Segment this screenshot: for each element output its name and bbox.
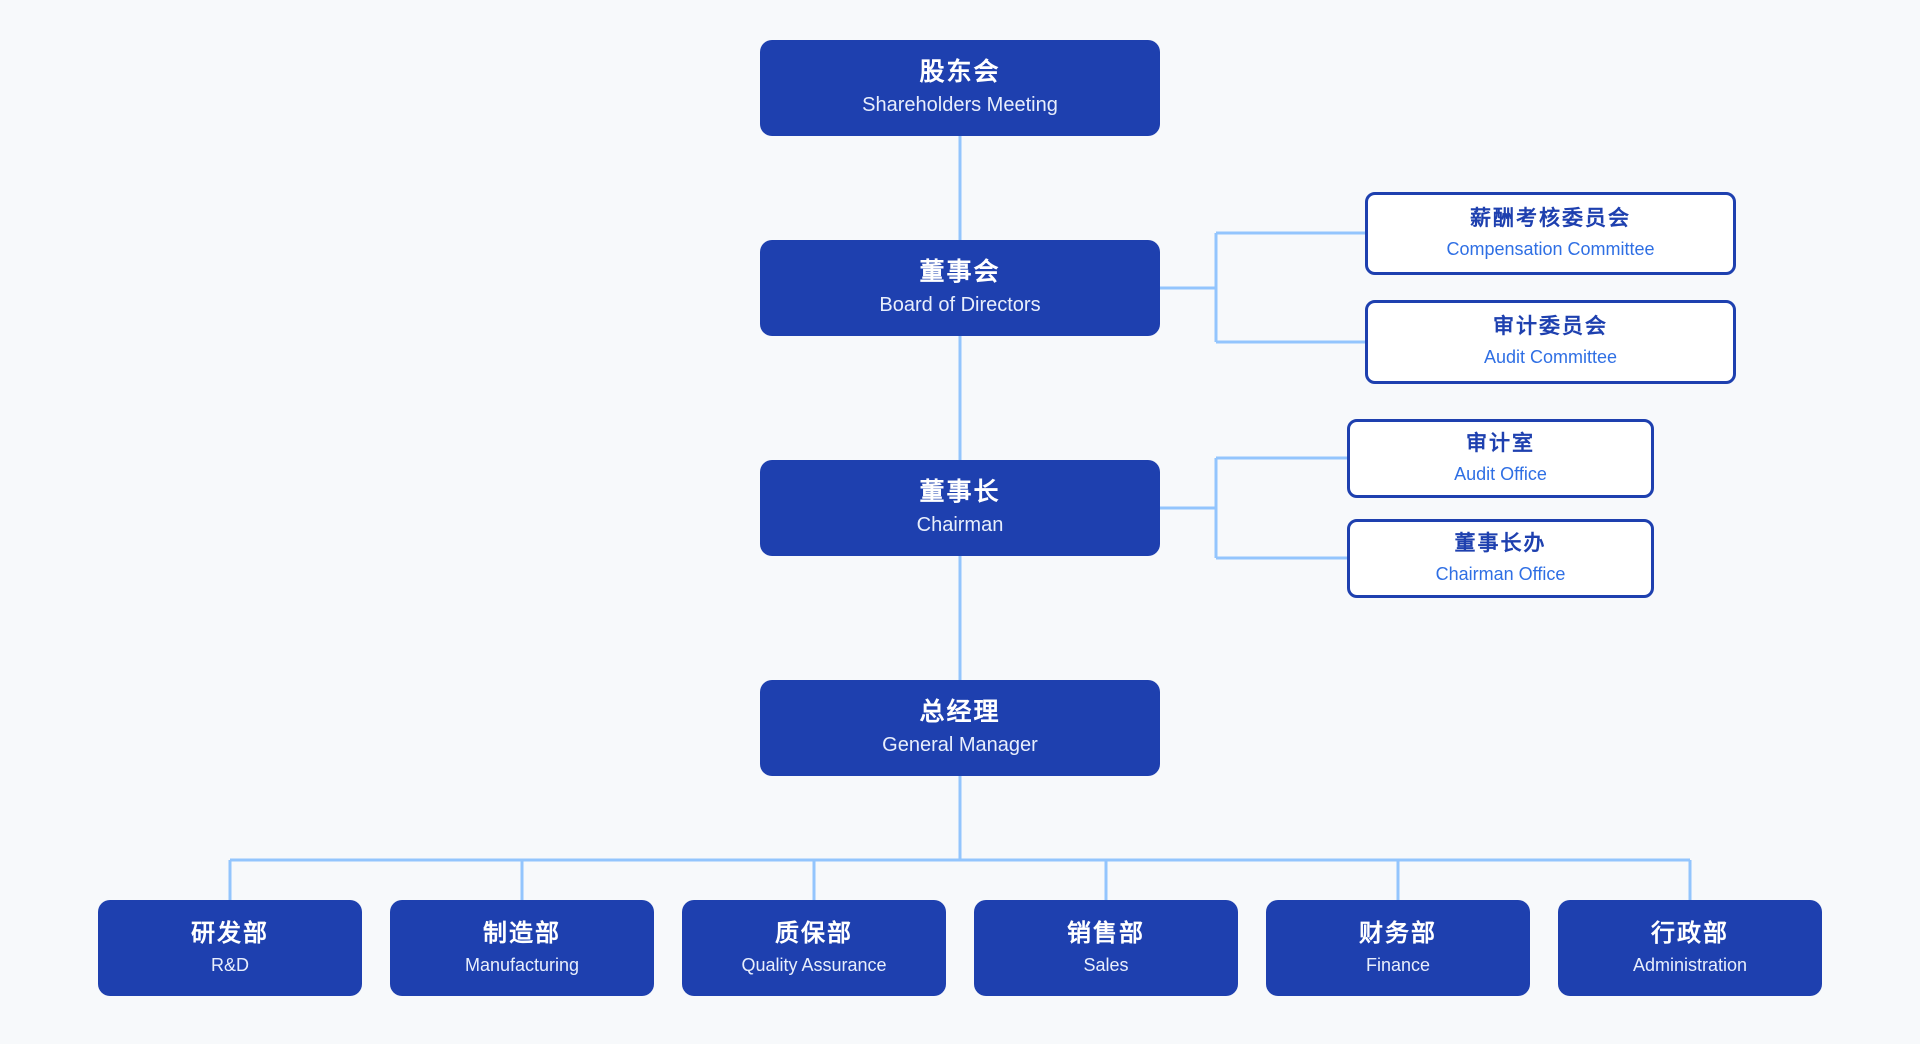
node-label-en: Chairman Office [1435, 563, 1566, 584]
department-administration-node[interactable]: 行政部 Administration [1558, 900, 1822, 996]
node-label-en: Shareholders Meeting [862, 94, 1058, 116]
node-label-en: R&D [210, 954, 249, 975]
node-label-zh: 董事长办 [1454, 530, 1547, 555]
chairman-office-node[interactable]: 董事长办 Chairman Office [1347, 519, 1654, 598]
node-label-en: Compensation Committee [1446, 238, 1655, 259]
node-label-zh: 董事长 [919, 477, 1001, 506]
node-label-zh: 薪酬考核委员会 [1470, 205, 1631, 230]
node-label-en: General Manager [882, 734, 1038, 756]
compensation-committee-node[interactable]: 薪酬考核委员会 Compensation Committee [1365, 192, 1736, 275]
node-label-en: Administration [1632, 954, 1748, 975]
node-label-en: Chairman [916, 514, 1004, 536]
general-manager-node[interactable]: 总经理 General Manager [760, 680, 1160, 776]
department-sales-node[interactable]: 销售部 Sales [974, 900, 1238, 996]
node-label-en: Manufacturing [464, 954, 580, 975]
node-label-en: Sales [1083, 954, 1129, 975]
node-label-en: Quality Assurance [741, 954, 887, 975]
board-of-directors-node[interactable]: 董事会 Board of Directors [760, 240, 1160, 336]
department-rd-node[interactable]: 研发部 R&D [98, 900, 362, 996]
node-label-en: Board of Directors [879, 294, 1041, 316]
node-label-zh: 销售部 [1067, 918, 1145, 947]
node-label-zh: 总经理 [919, 697, 1001, 726]
node-label-en: Audit Office [1454, 463, 1547, 484]
department-finance-node[interactable]: 财务部 Finance [1266, 900, 1530, 996]
node-label-zh: 财务部 [1359, 918, 1437, 947]
chairman-node[interactable]: 董事长 Chairman [760, 460, 1160, 556]
node-label-zh: 质保部 [775, 918, 853, 947]
department-manufacturing-node[interactable]: 制造部 Manufacturing [390, 900, 654, 996]
audit-office-node[interactable]: 审计室 Audit Office [1347, 419, 1654, 498]
node-label-en: Finance [1365, 954, 1431, 975]
node-label-zh: 制造部 [483, 918, 561, 947]
node-label-zh: 研发部 [191, 918, 269, 947]
node-label-zh: 审计委员会 [1493, 314, 1608, 338]
audit-committee-node[interactable]: 审计委员会 Audit Committee [1365, 300, 1736, 384]
department-quality-assurance-node[interactable]: 质保部 Quality Assurance [682, 900, 946, 996]
node-label-zh: 股东会 [919, 57, 1001, 86]
node-label-zh: 行政部 [1651, 918, 1729, 947]
node-label-en: Audit Committee [1483, 347, 1618, 367]
shareholders-meeting-node[interactable]: 股东会 Shareholders Meeting [760, 40, 1160, 136]
node-label-zh: 审计室 [1466, 430, 1535, 455]
node-label-zh: 董事会 [919, 257, 1001, 286]
